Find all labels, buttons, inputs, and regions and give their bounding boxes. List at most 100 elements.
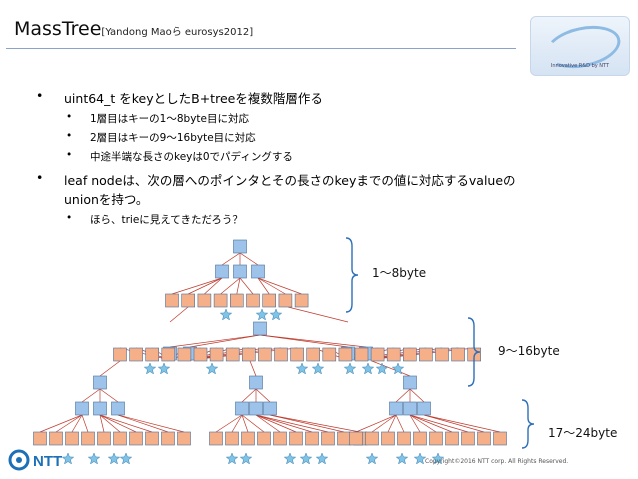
leaf-node [493, 431, 507, 446]
tree-edge [255, 414, 297, 433]
value-star-icon [391, 362, 405, 375]
inner-node [403, 401, 417, 416]
leaf-node [290, 347, 304, 362]
tree-edge [355, 414, 397, 433]
inner-node [215, 264, 229, 279]
value-star-icon [143, 362, 157, 375]
tree-edge [409, 388, 425, 403]
leaf-node [197, 293, 212, 308]
leaf-node [193, 347, 208, 362]
value-star-icon [269, 308, 283, 321]
leaf-node [209, 431, 223, 446]
value-star-icon [311, 362, 325, 375]
tree-edge [81, 414, 89, 433]
layer-label-3: 17〜24byte [548, 426, 618, 440]
tree-edge [204, 277, 223, 295]
tree-edge [257, 277, 270, 295]
tree-edge [395, 388, 411, 403]
value-star-icon [431, 452, 445, 465]
leaf-node [461, 431, 475, 446]
tree-edge [409, 414, 437, 433]
title-citation: [Yandong Maoら eurosys2012] [101, 27, 254, 38]
leaf-node [177, 431, 191, 446]
inner-node [249, 401, 263, 416]
tree-nodes [33, 239, 507, 465]
inner-node [249, 375, 263, 390]
leaf-node [305, 431, 319, 446]
value-star-icon [343, 362, 357, 375]
tree-edge [39, 414, 83, 433]
leaf-node [81, 431, 95, 446]
tree-edge [257, 277, 302, 295]
leaf-node [262, 293, 277, 308]
leaf-node [386, 347, 401, 362]
bullet-text: 2層目はキーの9〜16byte目に対応 [90, 132, 256, 144]
leaf-node [354, 347, 369, 362]
leaf-node [397, 431, 411, 446]
inner-node [93, 401, 107, 416]
leaf-node [445, 431, 459, 446]
value-star-icon [205, 362, 219, 375]
layer-label-1: 1〜8byte [372, 266, 427, 280]
bullet-dot: • [66, 212, 73, 224]
leaf-node [321, 431, 335, 446]
leaf-node [370, 347, 385, 362]
leaf-node [165, 293, 179, 308]
leaf-node [213, 293, 228, 308]
title-divider [6, 48, 516, 49]
leaf-node [278, 293, 293, 308]
value-star-icon [119, 452, 133, 465]
inner-node [417, 401, 431, 416]
inner-node [235, 401, 249, 416]
tree-edge [287, 306, 349, 323]
leaf-node [289, 431, 303, 446]
tree-edge [239, 277, 254, 295]
bullet-text: ほら、trieに見えてきただろう？ [90, 214, 243, 226]
leaf-node [419, 347, 433, 362]
value-star-icon [107, 452, 121, 465]
inner-node [253, 321, 267, 336]
leaf-node [145, 347, 159, 362]
value-star-icon [365, 452, 379, 465]
copyright-text: Copyright©2016 NTT corp. All Rights Rese… [425, 458, 569, 465]
leaf-node [129, 347, 143, 362]
layer-brace [467, 317, 481, 387]
leaf-node [257, 431, 271, 446]
leaf-node [177, 347, 192, 362]
tree-edge [371, 360, 411, 377]
leaf-node [429, 431, 443, 446]
tree-edge [257, 277, 286, 295]
leaf-node [274, 347, 288, 362]
tree-edge [423, 414, 501, 433]
tree-edge [169, 334, 261, 348]
tree-edge [99, 360, 121, 377]
leaf-node [209, 347, 224, 362]
bullet-dot: • [66, 130, 73, 142]
tree-edge [249, 360, 257, 377]
leaf-node [273, 431, 287, 446]
leaf-node [181, 293, 195, 308]
leaf-node [451, 347, 465, 362]
tree-edge [220, 277, 241, 295]
leaf-node [365, 431, 379, 446]
layer-brace [521, 399, 535, 449]
tree-edge [395, 414, 405, 433]
tree-edge [221, 252, 241, 266]
tree-edge [241, 388, 257, 403]
leaf-node [435, 347, 449, 362]
value-star-icon [87, 452, 101, 465]
tree-edge [188, 277, 223, 295]
leaf-node [161, 347, 176, 362]
value-star-icon [375, 362, 389, 375]
bullet-dot: • [36, 170, 44, 185]
tree-edge [99, 388, 119, 403]
inner-node [233, 239, 247, 254]
value-star-icon [299, 452, 313, 465]
leaf-node [322, 347, 337, 362]
tree-edge [81, 388, 101, 403]
leaf-node [113, 347, 127, 362]
bullet-dot: • [66, 149, 73, 161]
leaf-node [349, 431, 363, 446]
tree-edge [99, 414, 105, 433]
